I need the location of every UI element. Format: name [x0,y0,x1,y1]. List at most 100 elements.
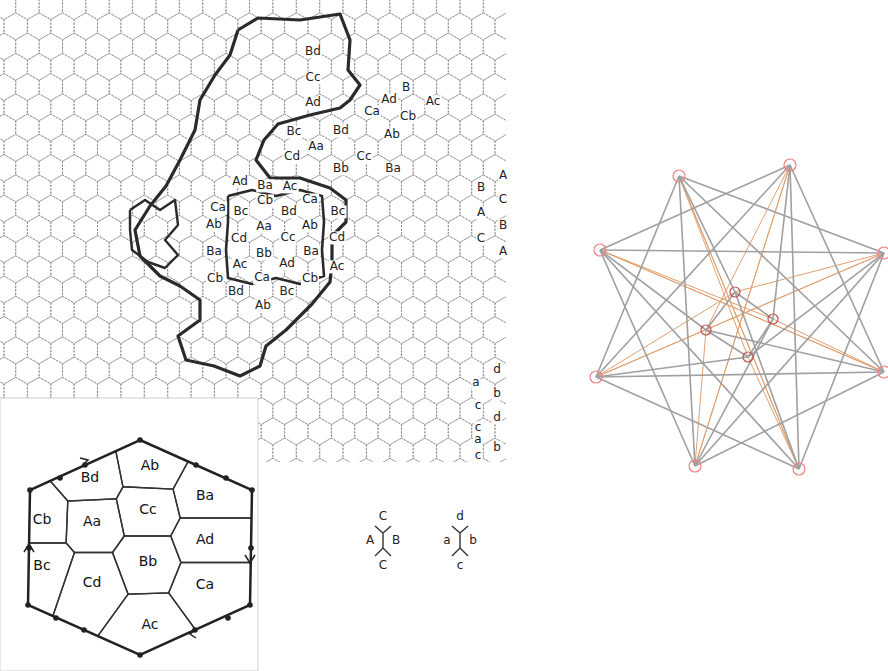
cell-label: Bd [332,124,350,137]
bold-outline [130,14,360,376]
cell-label: Ba [256,179,274,192]
cell-label: Bd [280,205,298,218]
hex-grid [0,0,506,462]
graph-edge [596,372,884,377]
hex-cell: Aa [80,512,104,531]
cell-label: Cb [256,194,274,207]
cell-outline [173,398,258,518]
cell-label: b [492,387,502,400]
cell-label: Cd [83,575,102,590]
graph-vertex [878,247,888,259]
cell-label: a [471,376,480,389]
vertex-dot [248,545,254,551]
cell-label: Aa [255,220,273,233]
cell-outline [116,487,180,536]
graph-vertex [673,170,685,182]
cell-label: Bb [139,554,158,569]
cell-label: c [474,399,483,412]
cell-outline [66,499,124,553]
cell-label: B [391,534,401,547]
graph-edge [695,165,790,466]
cell-outline [171,518,258,563]
cell-label: A [498,169,508,182]
graph-vertex [878,366,888,378]
graph-edge [706,165,790,330]
cell-label: Cd [283,150,301,163]
cell-label: Ad [380,93,398,106]
cell-label: Bd [304,45,322,58]
hex-cell: Ca [193,575,217,594]
cell-label: Ab [141,458,159,473]
graph-edge [600,250,706,330]
cell-outline [113,536,181,594]
cell-label: Ad [304,96,322,109]
vertex-dot [249,487,255,493]
graph-edge [735,253,884,292]
cell-label: Bc [233,205,250,218]
cell-label: d [492,411,502,424]
cell-label: d [492,363,502,376]
vertex-dot [27,487,33,493]
graph-vertex [784,159,796,171]
cell-label: B [476,181,486,194]
cell-outline [34,553,128,671]
cell-label: B [401,81,411,94]
graph-edge [790,165,799,469]
vertex-dot [223,475,229,481]
vertex-dot [53,615,59,621]
cell-label: Cc [305,71,322,84]
cell-label: Cb [301,272,319,285]
edge-arrows [24,458,255,638]
graph-vertex [730,287,740,297]
graph-vertex [793,463,805,475]
vertex-dot [137,652,143,658]
hex-cell: Ab [138,456,162,475]
cell-outline [0,398,123,501]
cell-label: Aa [83,514,101,529]
cell-outline [72,593,225,671]
cell-label: Cc [356,150,373,163]
cell-label: c [456,559,465,572]
graph-vertex [743,352,753,362]
cell-label: a [473,433,482,446]
cell-label: C [476,232,486,245]
graph-edge [706,330,748,357]
hex-cell: Cc [136,500,159,519]
cell-label: b [492,441,502,454]
inset-cells [0,398,258,671]
graph-edge [596,357,748,377]
cell-label: Cc [280,231,297,244]
cell-label: Bc [33,558,50,573]
hex-cell: Ad [193,530,217,549]
graph-edge [679,176,884,372]
cell-label: Ab [301,219,319,232]
cell-label: Cd [230,232,248,245]
hex-cell: Ac [138,615,161,634]
graph-edge [679,176,695,466]
cell-label: Ba [302,245,320,258]
cell-label: d [455,510,465,523]
cell-label: Ca [196,577,214,592]
vertex-dot [57,475,63,481]
cell-label: Ac [141,617,158,632]
cell-label: Ca [301,193,319,206]
vertex-dot [225,615,231,621]
cell-label: Ad [196,532,214,547]
vertex-dot [193,462,199,468]
graph-vertex [768,314,778,324]
cell-label: c [474,449,483,462]
cell-label: C [378,510,388,523]
cell-label: Bc [279,285,296,298]
hex-cell: Cd [80,573,105,592]
graph-edge [773,319,884,372]
cell-label: Bc [330,205,347,218]
graph-edge [596,165,790,377]
graph-vertex [689,460,701,472]
hex-cell: Ba [193,486,217,505]
graph-edge [600,250,884,253]
vertex-dot [247,602,253,608]
cell-label: Bb [332,162,350,175]
graph-edge [773,165,790,319]
cell-label: Ba [196,488,214,503]
